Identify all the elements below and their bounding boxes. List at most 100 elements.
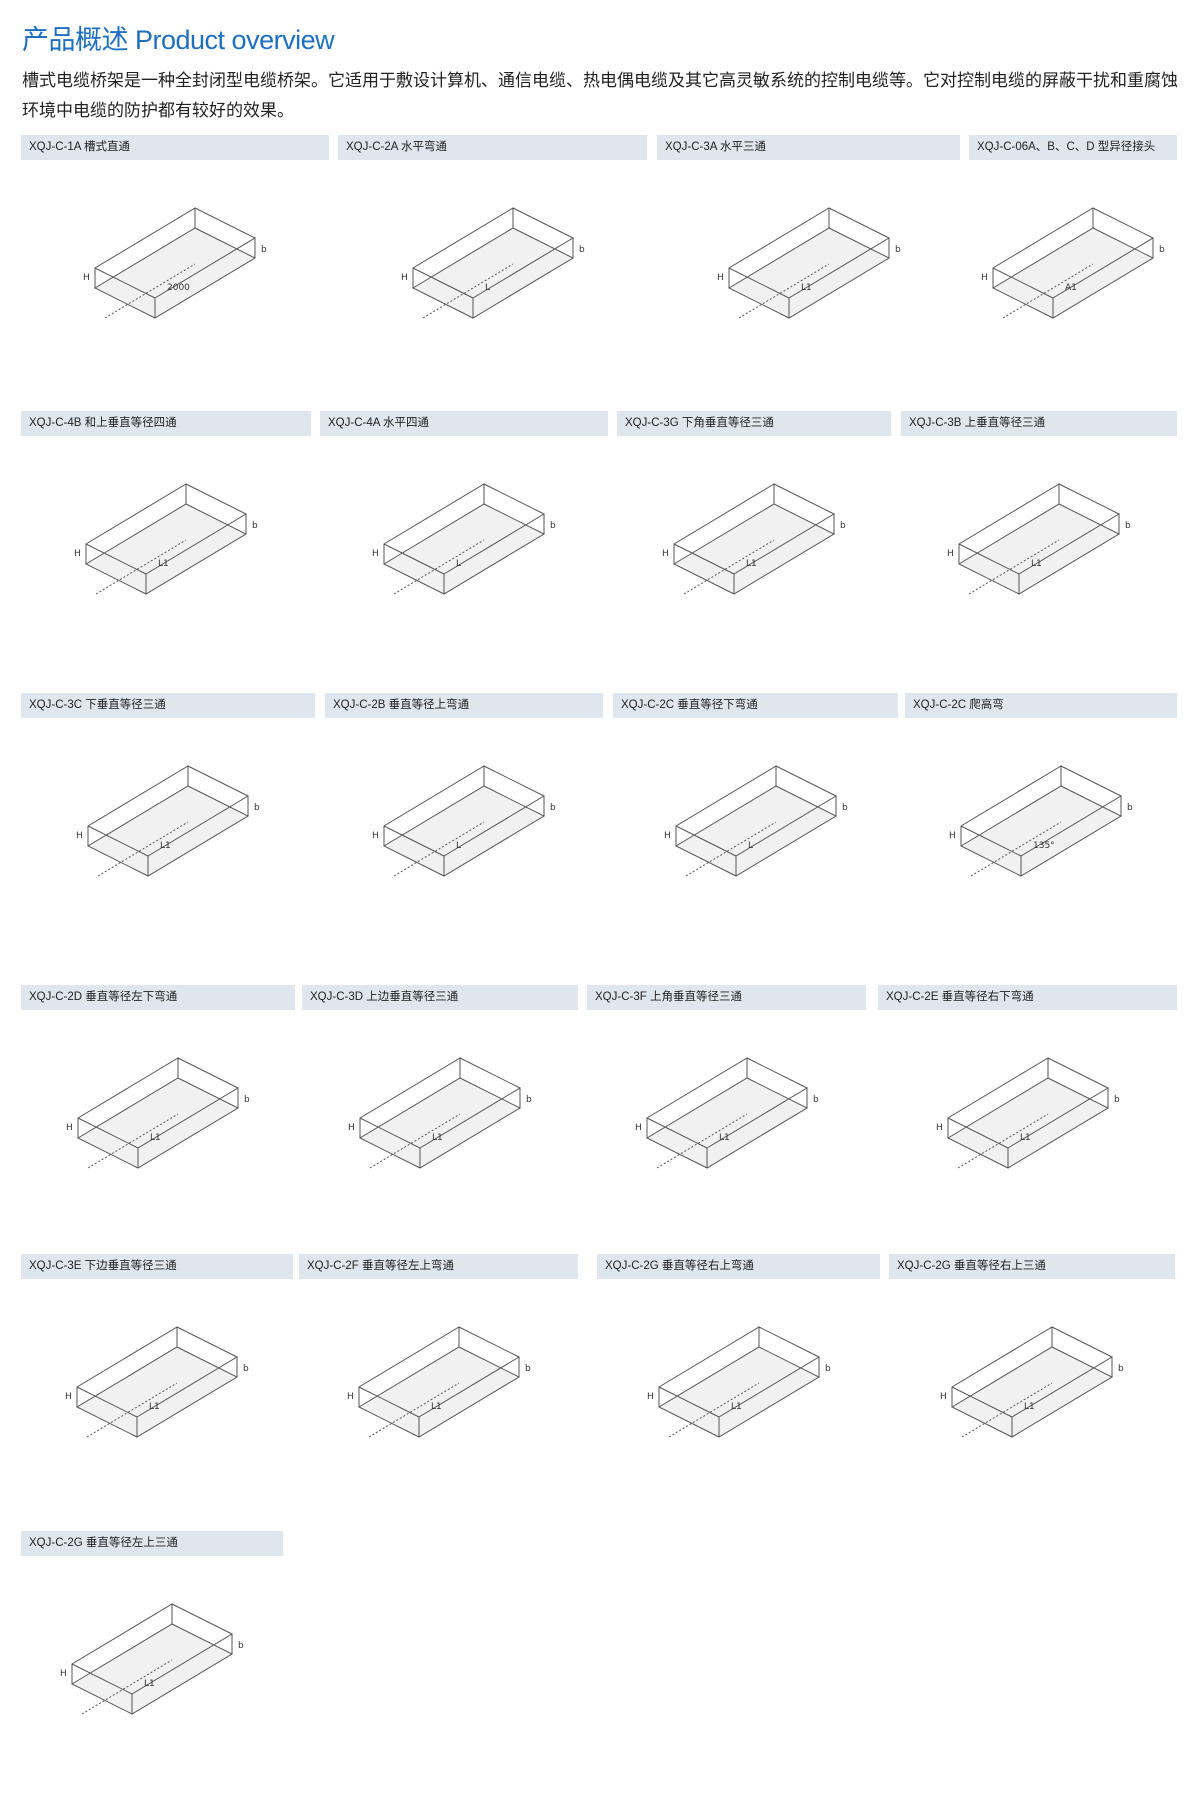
dimension-label: L1 <box>801 283 812 293</box>
product-description: 槽式电缆桥架是一种全封闭型电缆桥架。它适用于敷设计算机、通信电缆、热电偶电缆及其… <box>22 71 1178 120</box>
svg-text:H: H <box>949 831 956 841</box>
product-card-17: XQJ-C-2F 垂直等径左上弯通 L1 b H <box>299 1254 578 1477</box>
svg-text:b: b <box>525 1364 531 1374</box>
product-label: XQJ-C-2D 垂直等径左下弯通 <box>21 985 295 1010</box>
product-label: XQJ-C-2C 垂直等径下弯通 <box>613 693 898 718</box>
product-card-18: XQJ-C-2G 垂直等径右上弯通 L1 b H <box>597 1254 880 1477</box>
svg-text:H: H <box>372 549 379 559</box>
cable-tray-diagram: L1 b H <box>662 483 846 595</box>
product-card-11: XQJ-C-2C 爬高弯 135° b H <box>905 693 1177 916</box>
dimension-label: L1 <box>432 1133 443 1143</box>
product-label: XQJ-C-2E 垂直等径右下弯通 <box>878 985 1177 1010</box>
svg-text:b: b <box>1118 1364 1124 1374</box>
dimension-label: L1 <box>719 1133 730 1143</box>
svg-text:H: H <box>348 1123 355 1133</box>
dimension-label: L1 <box>158 559 169 569</box>
svg-text:b: b <box>895 245 901 255</box>
svg-text:H: H <box>662 549 669 559</box>
product-card-6: XQJ-C-3G 下角垂直等径三通 L1 b H <box>617 411 891 634</box>
dimension-label: A1 <box>1065 283 1077 293</box>
product-card-16: XQJ-C-3E 下边垂直等径三通 L1 b H <box>21 1254 293 1477</box>
product-card-10: XQJ-C-2C 垂直等径下弯通 L b H <box>613 693 898 916</box>
svg-text:H: H <box>947 549 954 559</box>
cable-tray-diagram: L1 b H <box>717 207 901 319</box>
dimension-label: L <box>485 283 490 293</box>
product-card-8: XQJ-C-3C 下垂直等径三通 L1 b H <box>21 693 315 916</box>
cable-tray-diagram: L b H <box>372 765 556 877</box>
svg-text:H: H <box>66 1123 73 1133</box>
cable-tray-diagram: L1 b H <box>940 1326 1124 1438</box>
svg-text:H: H <box>76 831 83 841</box>
dimension-label: L <box>456 559 461 569</box>
dimension-label: L1 <box>746 559 757 569</box>
page-title: 产品概述 Product overview <box>22 25 335 55</box>
cable-tray-diagram: L1 b H <box>65 1326 249 1438</box>
product-label: XQJ-C-3E 下边垂直等径三通 <box>21 1254 293 1279</box>
cable-tray-diagram: L1 b H <box>647 1326 831 1438</box>
product-label: XQJ-C-4B 和上垂直等径四通 <box>21 411 311 436</box>
product-label: XQJ-C-1A 槽式直通 <box>21 135 329 160</box>
product-card-13: XQJ-C-3D 上边垂直等径三通 L1 b H <box>302 985 578 1208</box>
product-label: XQJ-C-3B 上垂直等径三通 <box>901 411 1177 436</box>
svg-text:H: H <box>401 273 408 283</box>
cable-tray-diagram: L1 b H <box>936 1057 1120 1169</box>
product-card-14: XQJ-C-3F 上角垂直等径三通 L1 b H <box>587 985 866 1208</box>
product-card-12: XQJ-C-2D 垂直等径左下弯通 L1 b H <box>21 985 295 1208</box>
product-card-1: XQJ-C-2A 水平弯通 L b H <box>338 135 647 358</box>
svg-text:H: H <box>60 1669 67 1679</box>
svg-text:H: H <box>647 1392 654 1402</box>
product-card-20: XQJ-C-2G 垂直等径左上三通 L1 b H <box>21 1531 283 1754</box>
dimension-label: L1 <box>1031 559 1042 569</box>
product-label: XQJ-C-2F 垂直等径左上弯通 <box>299 1254 578 1279</box>
svg-text:H: H <box>717 273 724 283</box>
svg-text:H: H <box>83 273 90 283</box>
cable-tray-diagram: L1 b H <box>348 1057 532 1169</box>
dimension-label: L1 <box>431 1402 442 1412</box>
cable-tray-diagram: 135° b H <box>949 765 1133 877</box>
product-label: XQJ-C-3C 下垂直等径三通 <box>21 693 315 718</box>
product-label: XQJ-C-2C 爬高弯 <box>905 693 1177 718</box>
product-card-15: XQJ-C-2E 垂直等径右下弯通 L1 b H <box>878 985 1177 1208</box>
cable-tray-diagram: 2000 b H <box>83 207 267 319</box>
product-label: XQJ-C-2G 垂直等径右上弯通 <box>597 1254 880 1279</box>
cable-tray-diagram: L b H <box>401 207 585 319</box>
dimension-label: L1 <box>144 1679 155 1689</box>
product-label: XQJ-C-3F 上角垂直等径三通 <box>587 985 866 1010</box>
svg-text:H: H <box>940 1392 947 1402</box>
svg-text:b: b <box>261 245 267 255</box>
svg-text:b: b <box>243 1364 249 1374</box>
svg-text:b: b <box>840 521 846 531</box>
product-card-2: XQJ-C-3A 水平三通 L1 b H <box>657 135 960 358</box>
cable-tray-diagram: L b H <box>664 765 848 877</box>
svg-text:b: b <box>254 803 260 813</box>
svg-text:b: b <box>238 1641 244 1651</box>
svg-text:b: b <box>244 1095 250 1105</box>
product-label: XQJ-C-2G 垂直等径右上三通 <box>889 1254 1175 1279</box>
product-card-19: XQJ-C-2G 垂直等径右上三通 L1 b H <box>889 1254 1175 1477</box>
svg-text:H: H <box>372 831 379 841</box>
product-card-7: XQJ-C-3B 上垂直等径三通 L1 b H <box>901 411 1177 634</box>
dimension-label: L1 <box>731 1402 742 1412</box>
cable-tray-diagram: L1 b H <box>635 1057 819 1169</box>
svg-text:H: H <box>347 1392 354 1402</box>
svg-text:b: b <box>550 521 556 531</box>
product-card-9: XQJ-C-2B 垂直等径上弯通 L b H <box>325 693 603 916</box>
svg-text:H: H <box>65 1392 72 1402</box>
svg-text:b: b <box>842 803 848 813</box>
dimension-label: L1 <box>160 841 171 851</box>
svg-text:H: H <box>74 549 81 559</box>
cable-tray-diagram: L1 b H <box>74 483 258 595</box>
product-label: XQJ-C-3A 水平三通 <box>657 135 960 160</box>
dimension-label: L <box>748 841 753 851</box>
product-label: XQJ-C-3D 上边垂直等径三通 <box>302 985 578 1010</box>
product-label: XQJ-C-2G 垂直等径左上三通 <box>21 1531 283 1556</box>
cable-tray-diagram: L1 b H <box>76 765 260 877</box>
svg-text:b: b <box>550 803 556 813</box>
dimension-label: L1 <box>149 1402 160 1412</box>
product-label: XQJ-C-06A、B、C、D 型异径接头 <box>969 135 1177 160</box>
svg-text:b: b <box>1159 245 1165 255</box>
svg-text:b: b <box>1127 803 1133 813</box>
svg-text:H: H <box>635 1123 642 1133</box>
svg-text:b: b <box>1125 521 1131 531</box>
cable-tray-diagram: L1 b H <box>66 1057 250 1169</box>
